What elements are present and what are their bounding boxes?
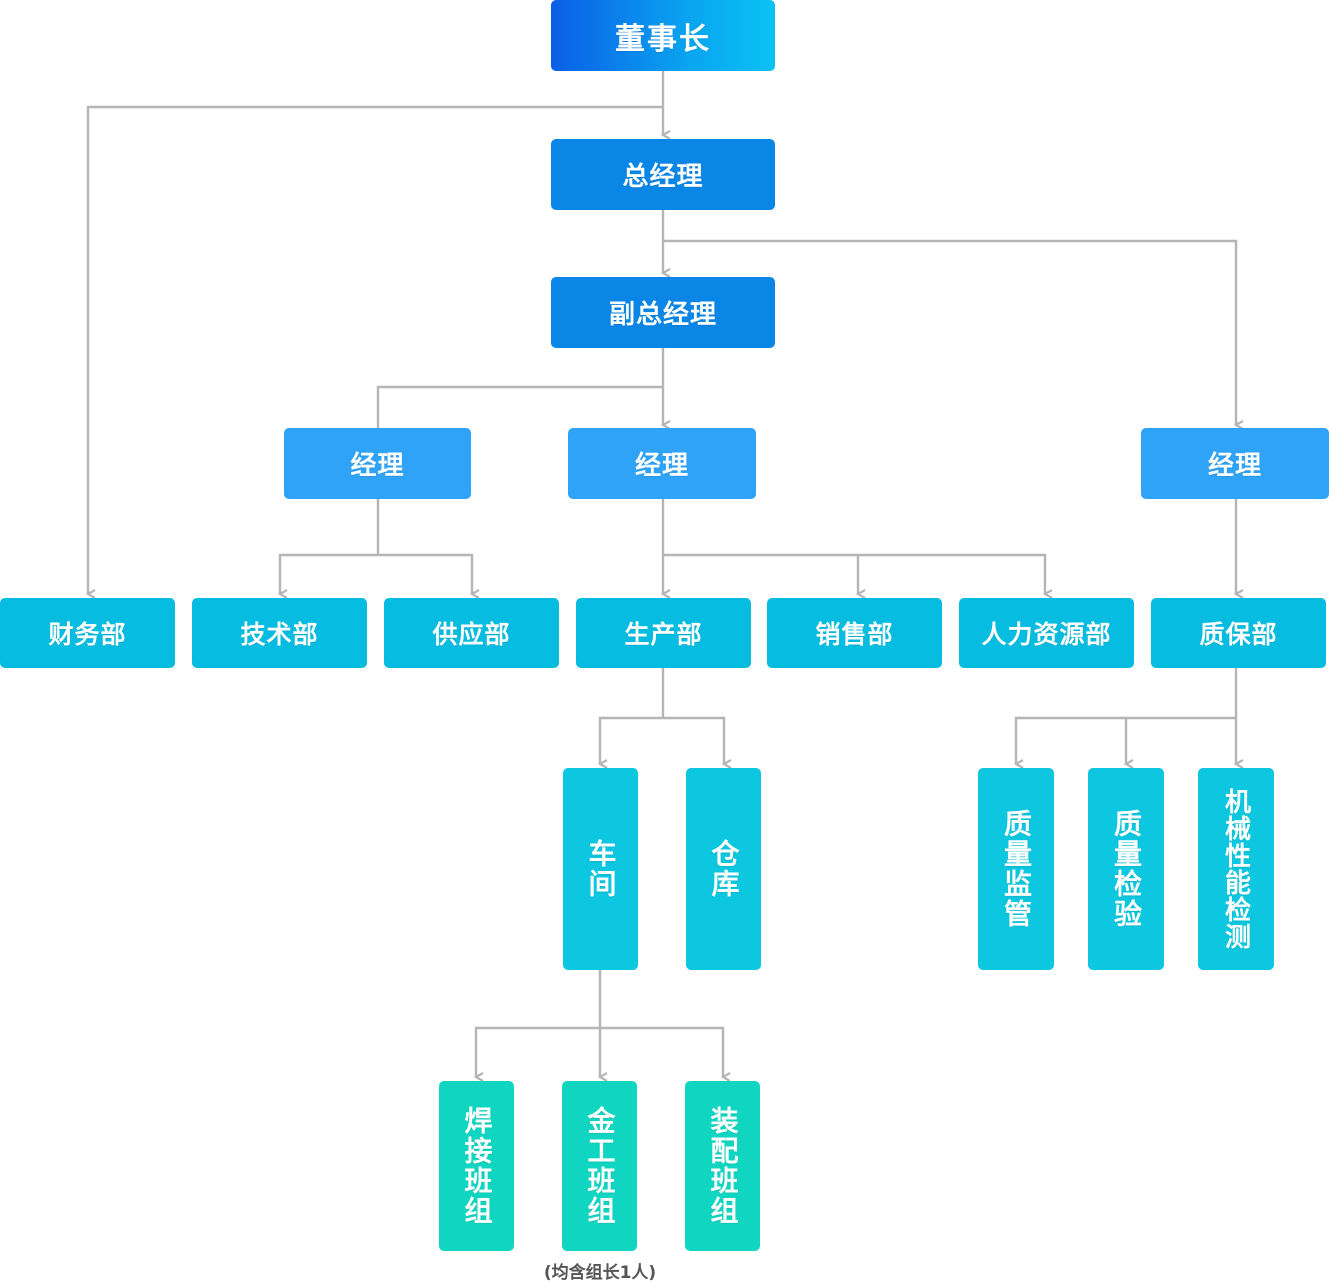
line-deputy-manager1: [376, 385, 663, 428]
dept-hr: 人力资源部: [959, 598, 1134, 668]
chairman-box: 董事长: [551, 0, 775, 71]
line-manager1-tech: [280, 553, 378, 594]
team-assembly: 装配班组: [685, 1081, 760, 1251]
manager-box-3: 经理: [1141, 428, 1329, 499]
line-production-workshop: [600, 716, 663, 764]
line-production-warehouse: [663, 716, 724, 764]
unit-mechanical-testing: 机械性能检测: [1198, 768, 1274, 970]
unit-quality-supervision: 质量监管: [978, 768, 1054, 970]
unit-workshop: 车间: [563, 768, 638, 970]
line-workshop-welding: [476, 1026, 600, 1077]
general-manager-box: 总经理: [551, 139, 775, 210]
team-welding: 焊接班组: [439, 1081, 514, 1251]
line-qa-supervision: [1016, 716, 1236, 764]
dept-production: 生产部: [576, 598, 751, 668]
line-workshop-assembly: [600, 1026, 723, 1077]
deputy-general-manager-box: 副总经理: [551, 277, 775, 348]
line-chairman-finance: [88, 105, 663, 594]
unit-warehouse: 仓库: [686, 768, 761, 970]
manager-box-1: 经理: [284, 428, 471, 499]
line-manager1-supply: [378, 553, 472, 594]
teams-note: (均含组长1人): [543, 1263, 657, 1283]
dept-tech: 技术部: [192, 598, 367, 668]
line-manager2-sales: [663, 553, 858, 594]
line-manager2-hr: [858, 553, 1045, 594]
unit-quality-inspection: 质量检验: [1088, 768, 1164, 970]
dept-qa: 质保部: [1151, 598, 1326, 668]
line-gm-manager3: [663, 239, 1236, 425]
manager-box-2: 经理: [568, 428, 756, 499]
dept-sales: 销售部: [767, 598, 942, 668]
dept-finance: 财务部: [0, 598, 175, 668]
team-metalwork: 金工班组: [562, 1081, 637, 1251]
dept-supply: 供应部: [384, 598, 559, 668]
